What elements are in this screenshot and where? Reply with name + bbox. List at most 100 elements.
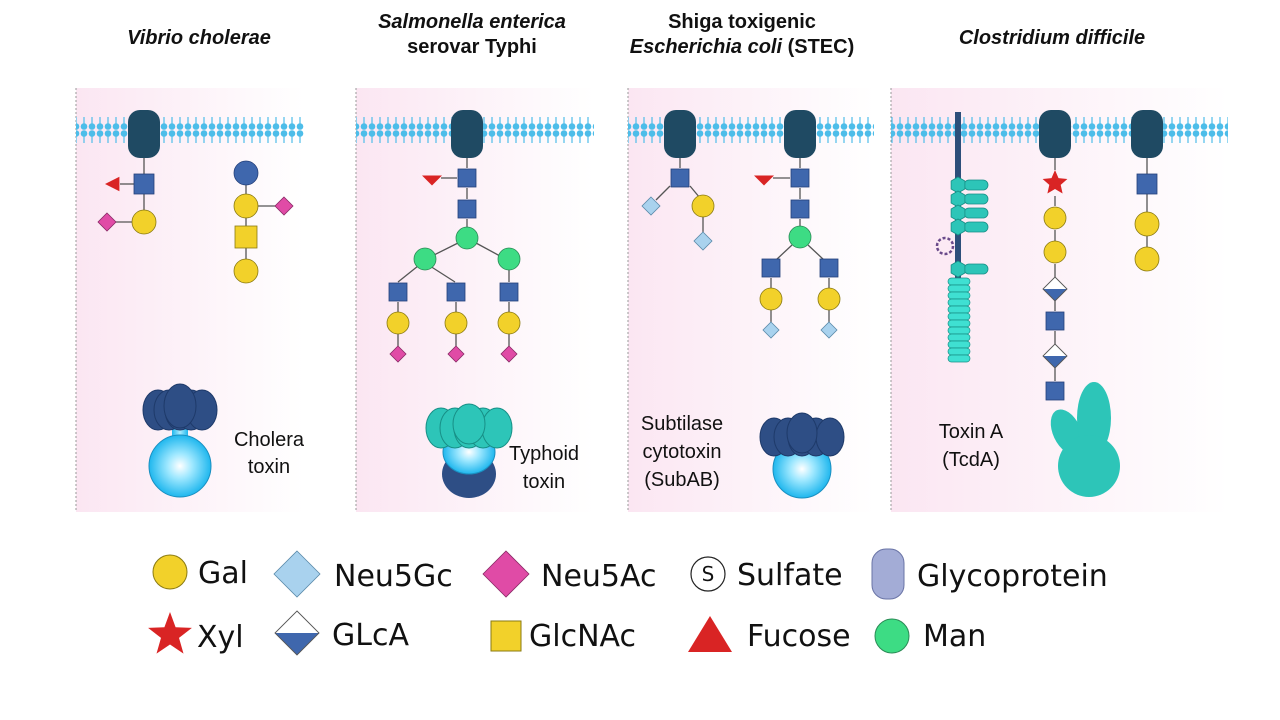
glycosidic-bond-line (807, 244, 825, 261)
neu5gc-diamond (820, 321, 838, 339)
gal-circle (691, 194, 715, 218)
glca-diamond (1042, 343, 1068, 369)
gal-circle (131, 209, 157, 235)
legend-item-gal: Gal (152, 554, 248, 591)
glca-upper-half (1043, 344, 1067, 356)
gal-icon (152, 554, 188, 590)
glcnac-square (1136, 173, 1158, 195)
neu5ac-icon (482, 550, 530, 598)
glycoprotein-receptor (451, 110, 483, 158)
glca-lower-half (1043, 356, 1067, 368)
toxin-repeat-segment (947, 298, 971, 307)
toxin-label-line: Subtilase (641, 413, 723, 435)
legend-item-neu5gc: Neu5Gc (273, 550, 453, 598)
toxin-label-line: Typhoid (509, 443, 579, 465)
gal-circle (1134, 211, 1160, 237)
legend-label: Fucose (747, 619, 851, 654)
toxin-repeat-segment (947, 347, 971, 356)
toxin-repeat-arm (963, 193, 989, 205)
legend-label: Glycoprotein (917, 559, 1108, 594)
glca-diamond (1042, 276, 1068, 302)
toxin-body (1058, 435, 1120, 497)
glcnac-square (499, 282, 519, 302)
fucose-triangle (422, 175, 442, 186)
gal-circle (1043, 206, 1067, 230)
neu5ac-diamond (500, 345, 518, 363)
glycosidic-bond-line (655, 185, 671, 201)
toxin-repeat-segment (947, 326, 971, 335)
man-circle (455, 226, 479, 250)
man-circle (413, 247, 437, 271)
toxin-repeat-segment (947, 340, 971, 349)
glycosidic-bond-line (397, 265, 419, 283)
gal-circle (233, 193, 259, 219)
toxin-label-line: toxin (248, 456, 290, 478)
panel-title: Vibrio cholerae (127, 27, 271, 49)
toxin-label-line: Toxin A (939, 421, 1004, 443)
neu5gc-diamond (762, 321, 780, 339)
neu5ac-diamond (389, 345, 407, 363)
gal-circle (817, 287, 841, 311)
legend-label: Neu5Ac (541, 559, 657, 594)
cholera-toxin-icon (142, 383, 218, 498)
toxin-repeat-segment (947, 312, 971, 321)
toxin-repeat-arm (963, 221, 989, 233)
gal-circle (386, 311, 410, 335)
gal-circle (1043, 240, 1067, 264)
glca-outline (1042, 343, 1068, 369)
fucose-icon (688, 616, 732, 652)
legend-item-neu5ac: Neu5Ac (482, 550, 657, 598)
glcnac-square (790, 199, 810, 219)
xyl-icon (148, 612, 192, 654)
toxin-b-subunit (163, 383, 197, 429)
panel-title-segment: Vibrio cholerae (127, 27, 271, 49)
glca-upper-half (275, 611, 319, 633)
man-icon (874, 618, 910, 654)
toxin-repeat-segment (947, 291, 971, 300)
typhoid-toxin-icon (425, 403, 513, 498)
legend-label: GLcA (332, 618, 409, 653)
glcnac-yellow-square (234, 225, 258, 249)
toxin-repeat-arm (963, 263, 989, 275)
sulfate-glyph: S (702, 562, 715, 586)
glycoprotein-receptor (784, 110, 816, 158)
glcnac-square (457, 168, 477, 188)
galnac-circle (233, 160, 259, 186)
gal-circle (759, 287, 783, 311)
gal-circle (233, 258, 259, 284)
toxin-repeat-segment (947, 333, 971, 342)
neu5ac-diamond (447, 345, 465, 363)
glycosidic-bond-line (431, 242, 459, 257)
toxin-label-line: (SubAB) (644, 469, 720, 491)
xyl-star (1042, 170, 1068, 194)
glcnac-square (446, 282, 466, 302)
glcnac-square (1045, 381, 1065, 401)
legend-item-sulfate: S Sulfate (690, 556, 843, 593)
glycosidic-bond-line (475, 242, 501, 257)
legend-label: GlcNAc (529, 619, 636, 654)
toxin-repeat-segment (947, 305, 971, 314)
fucose-triangle (105, 176, 120, 192)
glycosidic-bond-line (429, 265, 456, 283)
toxin-repeat-segment (947, 284, 971, 293)
glcnac-square (133, 173, 155, 195)
gal-circle (497, 311, 521, 335)
gal-circle (1134, 246, 1160, 272)
neu5ac-diamond (97, 212, 117, 232)
glcnac-square (761, 258, 781, 278)
neu5gc-diamond (693, 231, 713, 251)
legend-label: Sulfate (737, 558, 843, 593)
legend-item-glycoprotein: Glycoprotein (871, 548, 1108, 600)
glcnac-square (388, 282, 408, 302)
glca-diamond (274, 610, 320, 656)
toxin-repeat-hex (950, 260, 966, 278)
glca-upper-half (1043, 277, 1067, 289)
